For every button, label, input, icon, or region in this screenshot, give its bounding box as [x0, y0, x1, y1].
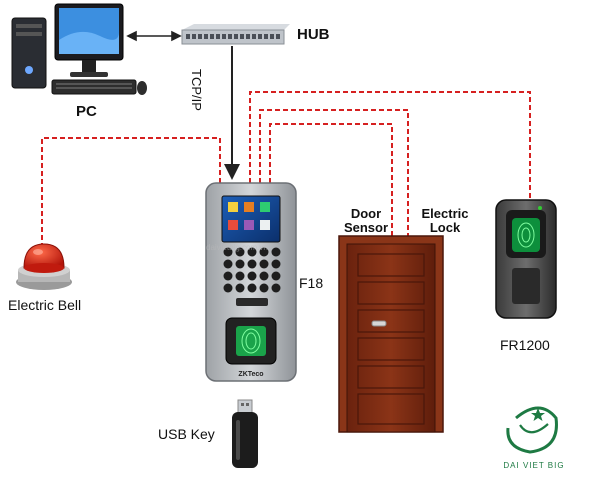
electric-lock-wire — [259, 109, 409, 238]
network-hub — [181, 24, 290, 45]
door-sensor-wire — [269, 123, 393, 238]
usb-key-label: USB Key — [158, 426, 215, 442]
electric-bell — [16, 243, 72, 290]
pc-label: PC — [76, 103, 97, 120]
tcp-ip-label: TCP/IP — [189, 69, 204, 111]
door-sensor-line2: Sensor — [343, 220, 389, 236]
f18-label: F18 — [299, 275, 324, 291]
door-sensor-line1: Door — [350, 206, 382, 221]
brand-logo-text: DAI VIET BIG — [503, 461, 565, 470]
wiring — [41, 91, 531, 248]
electric-lock-line2: Lock — [429, 220, 461, 236]
door-sensor-label: Door Sensor — [338, 206, 394, 236]
f18-terminal: ZKTeco — [205, 182, 297, 382]
fr1200-wire — [249, 91, 531, 200]
f18-keypad — [223, 247, 281, 293]
electric-lock-line1: Electric — [421, 206, 469, 221]
usb-key — [232, 399, 258, 468]
door — [338, 235, 444, 433]
bell-wire — [41, 137, 221, 248]
watermark-text: daivietbig.com.vn — [206, 243, 268, 252]
brand-logo — [506, 406, 558, 454]
pc-hub-link — [126, 30, 182, 42]
electric-lock-label: Electric Lock — [412, 206, 478, 236]
pc-computer — [11, 3, 147, 95]
f18-brand-text: ZKTeco — [238, 371, 263, 378]
hub-label: HUB — [297, 26, 330, 43]
fr1200-label: FR1200 — [500, 337, 550, 353]
fr1200-reader — [495, 199, 557, 319]
electric-bell-label: Electric Bell — [8, 297, 82, 313]
